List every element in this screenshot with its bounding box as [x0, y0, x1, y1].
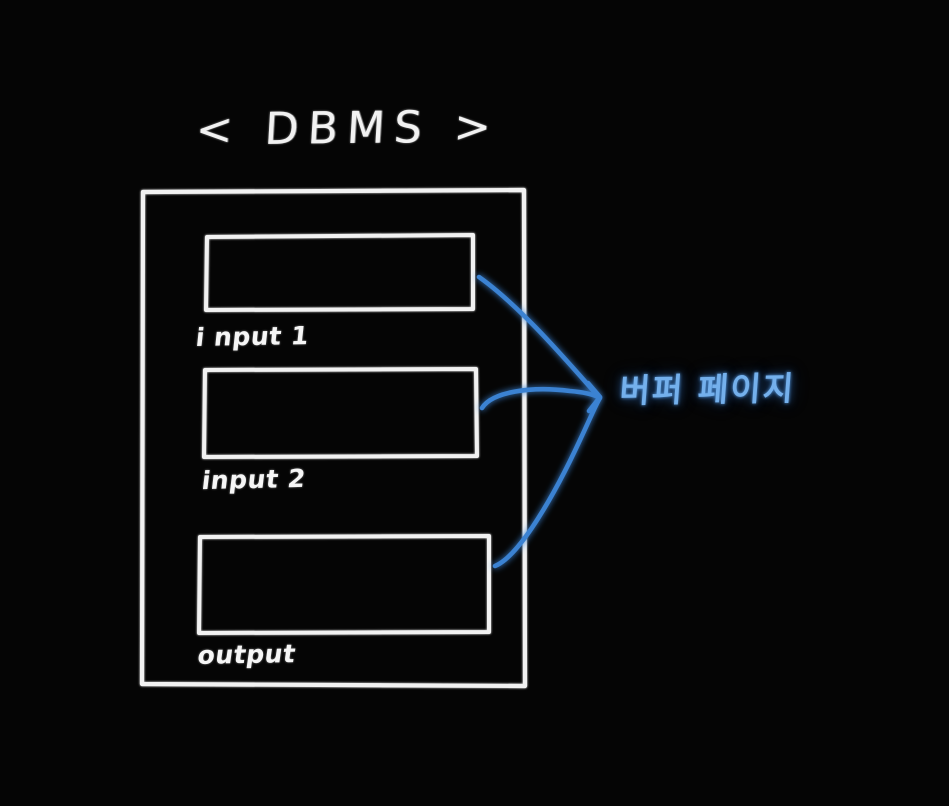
arrow-from-output [492, 395, 603, 569]
buffer-page-annotation: 버퍼 페이지 [618, 368, 797, 411]
input1-label: i nput 1 [194, 321, 311, 352]
output-box-outline [197, 534, 491, 635]
arrowhead [585, 380, 603, 414]
page-title: < DBMS > [194, 101, 502, 156]
input2-label: input 2 [200, 463, 308, 496]
arrow-from-input2 [479, 387, 601, 411]
buffer-page-arrow-group [476, 274, 603, 569]
arrow-from-input1 [476, 274, 601, 399]
input2-box-outline [202, 367, 479, 459]
output-label: output [195, 639, 298, 670]
input1-box-outline [204, 233, 475, 312]
dbms-container-outline [139, 187, 528, 689]
